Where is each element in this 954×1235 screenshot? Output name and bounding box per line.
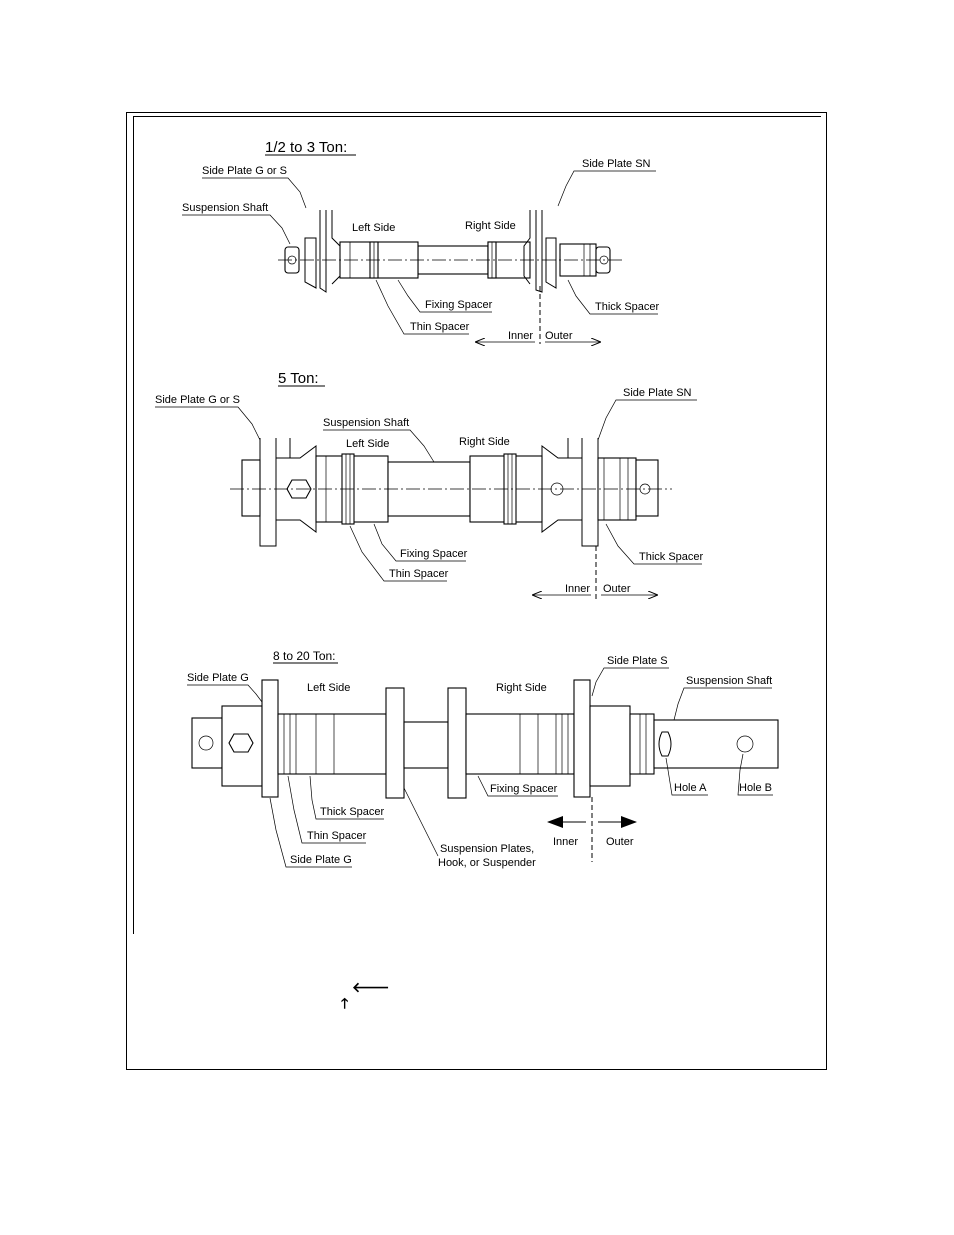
section-2-shaft-left-end	[241, 459, 261, 517]
section-3-shaft-left-end	[191, 717, 223, 769]
section-3-label-inner: Inner	[553, 836, 578, 848]
section-3-right-side-plate-s	[573, 679, 591, 798]
section-1-leader-fixing-spacer	[397, 279, 492, 313]
section-1-label-outer: Outer	[545, 330, 573, 342]
section-3-label-hole-b: Hole B	[739, 782, 772, 794]
section-1-leader-side-plate-g	[202, 177, 307, 209]
arrow-up-icon: 🡑	[341, 995, 348, 1011]
section-2-label-side-plate-g-or-s: Side Plate G or S	[155, 394, 240, 406]
section-2-label-left-side: Left Side	[346, 438, 389, 450]
section-1-right-side-plate	[535, 210, 543, 293]
section-2-label-side-plate-sn: Side Plate SN	[623, 387, 692, 399]
section-1-leader-thin-spacer	[375, 279, 469, 335]
section-3-left-shaft-section	[277, 713, 387, 775]
section-3-label-hole-a: Hole A	[674, 782, 707, 794]
section-1-leader-side-plate-sn	[557, 170, 656, 207]
section-3-label-fixing-spacer: Fixing Spacer	[490, 783, 558, 795]
section-1-left-plate-inner	[331, 210, 341, 285]
section-1-right-plate-inner	[523, 210, 531, 285]
inner-frame-left-rule	[133, 116, 134, 934]
section-1-left-side-plate	[319, 210, 327, 293]
section-1-label-left-side: Left Side	[352, 222, 395, 234]
section-3-shaft-center	[403, 721, 449, 769]
inner-frame-top-rule	[133, 116, 821, 117]
section-3-shaft-right-extension	[653, 719, 779, 769]
section-2-leader-fixing-spacer	[373, 523, 466, 562]
section-2-right-side-plate	[581, 438, 599, 547]
section-2-left-plate-top	[276, 438, 291, 459]
section-3-label-suspension-shaft: Suspension Shaft	[686, 675, 772, 687]
section-3-label-outer: Outer	[606, 836, 634, 848]
section-2-label-suspension-shaft: Suspension Shaft	[323, 417, 409, 429]
diagram-8-to-20-ton: 8 to 20 Ton:	[187, 649, 779, 869]
section-1-label-thick-spacer: Thick Spacer	[595, 301, 660, 313]
section-3-leader-suspension-plates	[403, 787, 439, 857]
section-3-suspension-plate-right	[447, 687, 467, 799]
section-3-leader-hole-a	[665, 757, 708, 796]
section-1-label-right-side: Right Side	[465, 220, 516, 232]
section-3-title: 8 to 20 Ton:	[273, 649, 336, 663]
section-3-label-thin-spacer: Thin Spacer	[307, 830, 367, 842]
section-1-right-plate-flange	[545, 237, 557, 289]
section-3-leader-hole-b	[737, 753, 773, 796]
section-2-label-thin-spacer: Thin Spacer	[389, 568, 449, 580]
section-1-label-side-plate-g-or-s: Side Plate G or S	[202, 165, 287, 177]
section-1-label-fixing-spacer: Fixing Spacer	[425, 299, 493, 311]
section-2-label-thick-spacer: Thick Spacer	[639, 551, 704, 563]
section-3-label-side-plate-g-top: Side Plate G	[187, 672, 249, 684]
section-3-label-suspension-plates-line1: Suspension Plates,	[440, 843, 534, 855]
section-3-leader-side-plate-g-bottom	[269, 797, 352, 868]
section-2-leader-thick-spacer	[605, 523, 702, 565]
section-2-leader-side-plate-g	[155, 406, 261, 441]
diagram-5-ton: 5 Ton:	[155, 370, 704, 600]
section-3-label-side-plate-g-bottom: Side Plate G	[290, 854, 352, 866]
section-1-label-inner: Inner	[508, 330, 533, 342]
section-2-left-side-plate	[259, 438, 277, 547]
section-3-left-side-plate-g	[261, 679, 279, 798]
section-2-label-fixing-spacer: Fixing Spacer	[400, 548, 468, 560]
section-3-leader-side-plate-s	[591, 667, 669, 697]
section-2-title: 5 Ton:	[278, 370, 319, 387]
section-2-label-outer: Outer	[603, 583, 631, 595]
section-3-leader-side-plate-g-top	[187, 684, 263, 703]
section-2-label-right-side: Right Side	[459, 436, 510, 448]
section-3-leader-thin-spacer	[287, 775, 366, 844]
section-3-label-suspension-plates-line2: Hook, or Suspender	[438, 857, 536, 869]
section-3-label-right-side: Right Side	[496, 682, 547, 694]
section-1-left-plate-flange	[304, 237, 317, 289]
section-3-hole-b-shape	[736, 735, 754, 753]
section-1-label-side-plate-sn: Side Plate SN	[582, 158, 651, 170]
diagram-half-to-3-ton: 1/2 to 3 Ton: Side Plate	[182, 139, 660, 344]
section-2-leader-suspension-shaft	[323, 429, 435, 463]
section-3-leader-thick-spacer	[309, 775, 384, 820]
section-3-label-left-side: Left Side	[307, 682, 350, 694]
section-3-leader-fixing-spacer	[477, 775, 558, 797]
section-1-leader-thick-spacer	[567, 279, 658, 315]
section-2-leader-side-plate-sn	[597, 399, 697, 441]
section-1-leader-suspension-shaft	[182, 214, 291, 245]
section-2-label-inner: Inner	[565, 583, 590, 595]
page-frame	[126, 112, 827, 1070]
section-1-label-thin-spacer: Thin Spacer	[410, 321, 470, 333]
section-3-hole-a-shape	[658, 731, 672, 757]
section-3-thick-spacer-ring	[629, 713, 655, 775]
section-3-label-thick-spacer: Thick Spacer	[320, 806, 385, 818]
section-3-hex-bolt	[228, 733, 254, 753]
section-1-label-suspension-shaft: Suspension Shaft	[182, 202, 268, 214]
section-3-label-side-plate-s: Side Plate S	[607, 655, 668, 667]
arrow-left-icon: 🡐	[352, 979, 390, 995]
section-3-thick-block	[589, 705, 631, 787]
section-2-leader-thin-spacer	[349, 525, 447, 582]
section-2-shaft-right-end	[635, 459, 659, 517]
section-3-left-end-hole	[198, 735, 214, 751]
section-3-leader-suspension-shaft	[673, 687, 772, 721]
section-3-suspension-plate-left	[385, 687, 405, 799]
section-1-title: 1/2 to 3 Ton:	[265, 139, 347, 156]
